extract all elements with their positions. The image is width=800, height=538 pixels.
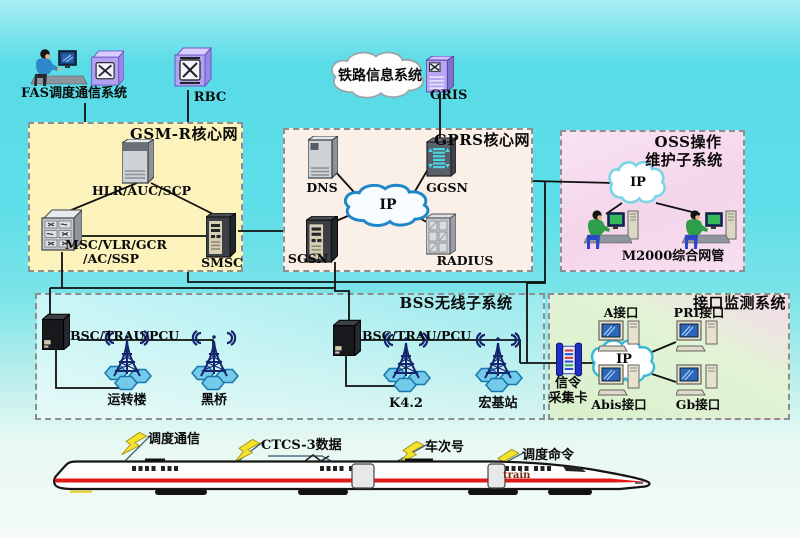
smsc-server-icon [206,213,236,259]
gb-interface-label: Gb接口 [675,397,721,412]
msc-label-line1: MSC/VLR/GCR [65,237,167,252]
msc-switch-icon [40,208,82,254]
gb-interface-computer-icon [676,364,720,397]
oss-box-title-line2: 维护子系统 [645,151,723,169]
dns-label: DNS [306,180,338,195]
train-graphic [53,454,651,495]
lightning-icon [121,428,148,461]
fas-operator-icon [30,44,88,90]
interface-monitor-box [548,293,790,420]
callout-train-number: 车次号 [425,440,465,455]
gprs-ip-label: IP [379,197,397,213]
bts-label-k42: K4.2 [389,396,423,411]
rbc-label: RBC [193,90,227,105]
train-windshield [563,466,586,472]
gris-router-icon [426,56,454,94]
signal-card-icon [556,341,582,379]
train-door [487,463,506,489]
ggsn-label: GGSN [426,180,468,195]
callout-dispatch-comm: 调度通信 [148,432,201,447]
rbc-switch-icon [168,45,214,89]
oss-ip-label: IP [630,175,646,190]
bss-box [35,293,545,420]
fas-switch-icon [88,48,124,88]
m2000-nms-label: M2000综合网管 [621,249,725,264]
callout-ctcs3-data: CTCS-3数据 [261,438,342,453]
bts-tower-hongjizhan [474,331,524,393]
pantograph [304,454,330,462]
abis-interface-computer-icon [598,364,642,397]
gris-label: GRIS [430,88,468,103]
hlr-server-icon [122,139,154,185]
bsc1-label: BSC/TRAU/PCU [70,328,180,343]
oss-operator-icon [682,203,740,251]
bts-label-yunzhuanlou: 运转楼 [107,393,147,408]
abis-interface-label: Abis接口 [591,397,647,412]
signal-card-label-line2: 采集卡 [548,391,588,406]
dns-server-icon [308,136,338,180]
sgsn-server-icon [306,216,338,264]
a-interface-label: A接口 [603,305,639,320]
monitor-ip-label: IP [616,352,632,367]
bsc2-icon [333,319,361,356]
bss-box-title: BSS无线子系统 [399,294,513,312]
train-red-stripe [55,478,647,483]
train-door [351,463,375,489]
a-interface-computer-icon [598,320,642,353]
callout-dispatch-order: 调度命令 [522,448,575,463]
bsc1-icon [42,313,70,350]
msc-label: MSC/VLR/GCR /AC/SSP [65,237,167,267]
oss-box-title-line1: OSS操作 [654,133,722,151]
train-bogies [155,489,592,495]
oss-operator-icon [584,203,642,251]
gprs-box-title: GPRS核心网 [434,131,530,149]
signal-card-label-line1: 信令 [554,376,581,391]
bsc2-label: BSC/TRAU/PCU [362,328,472,343]
hlr-label: HLR/AUC/SCP [92,183,192,198]
gsmr-box-title: GSM-R核心网 [130,125,238,143]
train-windows [132,466,551,471]
sgsn-label: SGSN [287,251,329,266]
rail-info-cloud-label: 铁路信息系统 [338,68,422,84]
smsc-label: SMSC [201,255,243,270]
pri-interface-computer-icon [676,320,720,353]
monitor-box-title: 接口监测系统 [692,294,786,312]
fas-system-label: FAS调度通信系统 [21,86,127,101]
pri-interface-label: PRI接口 [673,305,725,320]
radius-cabinet-icon [426,212,456,256]
train-body-label: train [503,470,531,481]
bts-label-hongjizhan: 宏基站 [478,396,518,411]
radius-label: RADIUS [436,253,494,268]
bts-label-heiqiao: 黑桥 [200,393,227,408]
msc-label-line2: /AC/SSP [83,251,139,267]
ggsn-icon [426,136,456,180]
